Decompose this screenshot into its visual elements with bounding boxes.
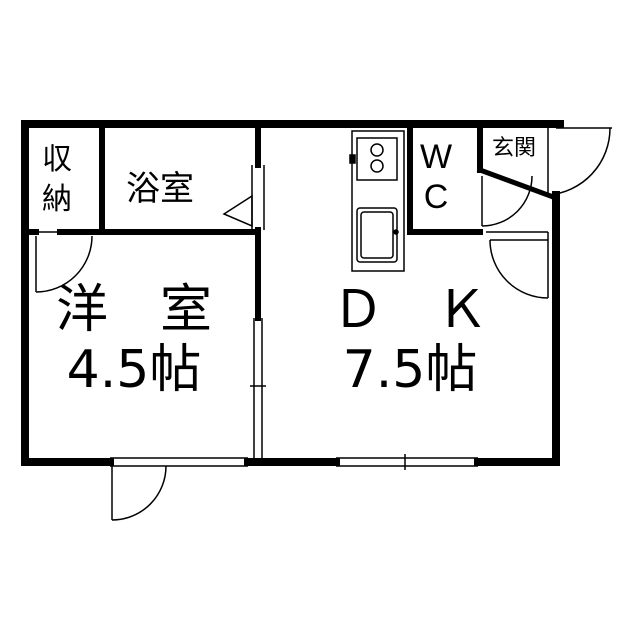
bathroom-label: 浴室 — [126, 169, 194, 209]
western-room-size: 4.5帖 — [66, 340, 202, 400]
dining-kitchen-label: Ｄ Ｋ 7.5帖 — [332, 284, 488, 396]
door-swings — [35, 127, 612, 521]
dining-kitchen-size: 7.5帖 — [342, 340, 478, 400]
western-room-name: 洋 室 — [56, 280, 213, 340]
wc-label-line2: C — [423, 178, 449, 216]
western-room-label: 洋 室 4.5帖 — [56, 284, 212, 396]
entrance-label: 玄関 — [492, 136, 537, 161]
storage-label: 収 納 — [42, 145, 72, 215]
wc-label: W C — [420, 140, 452, 214]
kitchen-counter — [349, 130, 405, 272]
interior-walls — [25, 125, 560, 321]
dining-kitchen-name: Ｄ Ｋ — [332, 280, 489, 340]
windows — [110, 165, 557, 470]
wc-label-line1: W — [420, 138, 453, 176]
storage-label-line1: 収 — [42, 142, 72, 177]
storage-label-line2: 納 — [42, 182, 72, 217]
